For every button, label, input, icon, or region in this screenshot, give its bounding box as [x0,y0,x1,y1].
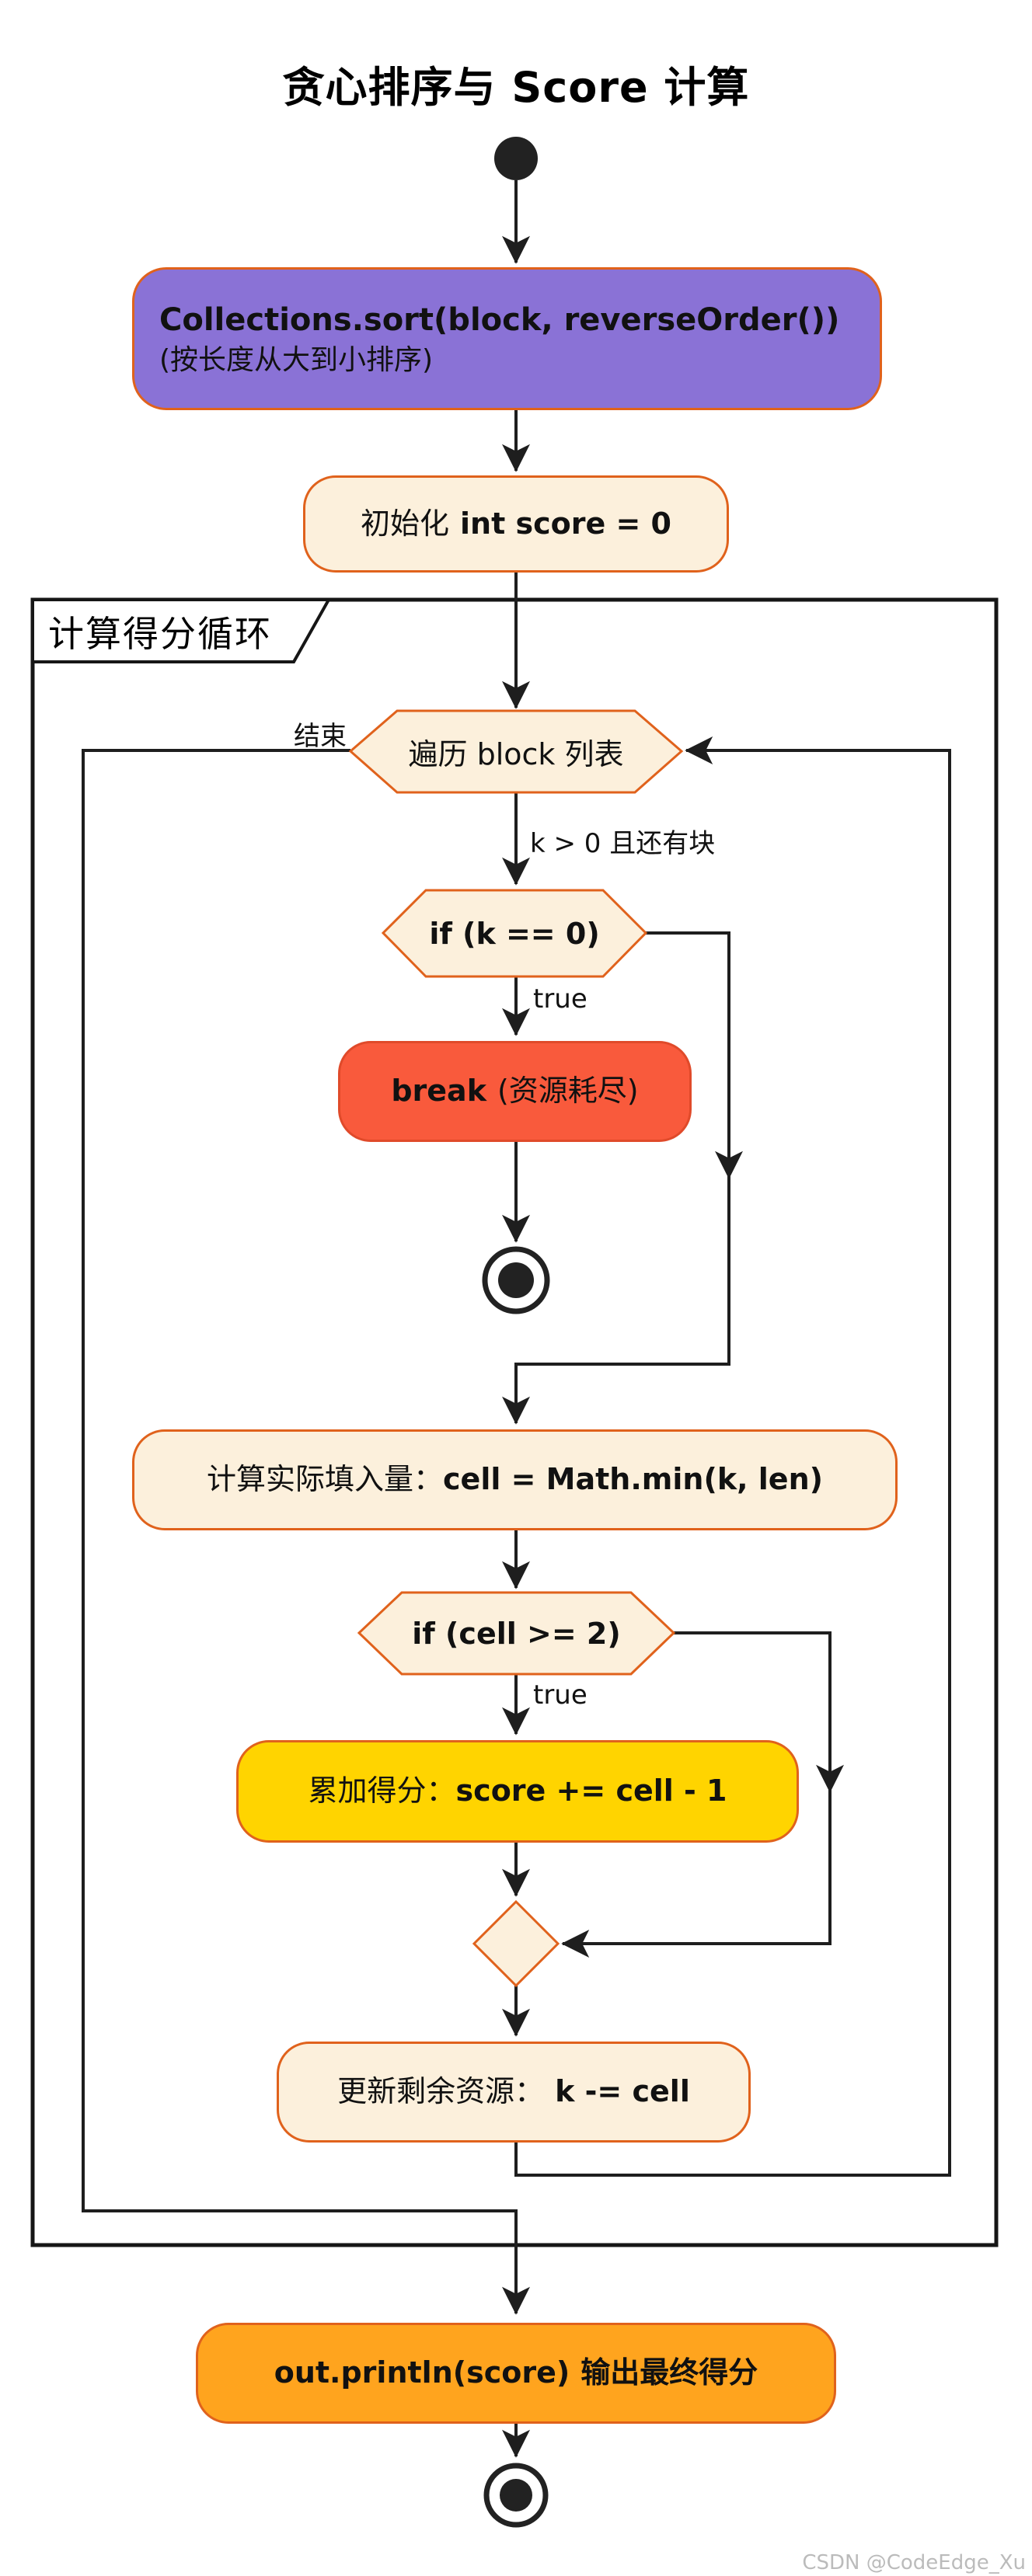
start-node [494,137,538,180]
if-cell-label: if (cell >= 2) [412,1616,621,1651]
watermark: CSDN @CodeEdge_Xu [802,2551,1026,2574]
score-code-text: score += cell - 1 [455,1774,727,1808]
node-calc-cell: 计算实际填入量： cell = Math.min(k, len) [132,1429,898,1530]
edge-label-exit: 结束 [294,721,347,752]
partition-label: 计算得分循环 [48,613,272,655]
edge-loop-exit [82,749,530,2315]
println-suffix-text: 输出最终得分 [580,2355,758,2390]
if-cell-hexagon [357,1591,676,1676]
println-code-text: out.println(score) [274,2355,570,2390]
loop-break-end-node [482,1246,550,1314]
partition-tab [31,598,332,663]
loop-hexagon-label: 遍历 block 列表 [408,737,624,771]
edge-label-loop-condition: k > 0 且还有块 [530,828,716,859]
edge-loopback [514,736,951,2177]
init-prefix-text: 初始化 [361,506,450,541]
update-prefix-text: 更新剩余资源： [337,2074,545,2109]
edge-ifk-false [502,931,730,1425]
init-code-text: int score = 0 [460,506,671,541]
node-update-k: 更新剩余资源： k -= cell [277,2042,751,2143]
break-code-text: break [391,1074,486,1109]
if-k-hexagon [381,889,648,978]
sort-note-text: (按长度从大到小排序) [159,343,434,376]
final-end-node [483,2463,549,2528]
merge-diamond [472,1899,560,1988]
if-k-label: if (k == 0) [429,916,600,951]
edge-label-ifk-true: true [533,983,587,1015]
loop-hexagon [348,709,684,794]
node-break: break (资源耗尽) [338,1041,692,1142]
calc-code-text: cell = Math.min(k, len) [443,1462,823,1497]
break-note-text: (资源耗尽) [497,1074,639,1109]
node-add-score: 累加得分： score += cell - 1 [236,1740,799,1843]
node-collections-sort: Collections.sort(block, reverseOrder()) … [132,267,882,410]
sort-code-text: Collections.sort(block, reverseOrder()) [159,301,840,338]
update-code-text: k -= cell [555,2074,690,2109]
edge-label-ifcell-true: true [533,1680,587,1711]
node-init-score: 初始化 int score = 0 [303,475,729,573]
calc-prefix-text: 计算实际填入量： [207,1462,444,1497]
diagram-title: 贪心排序与 Score 计算 [282,63,750,112]
node-println: out.println(score) 输出最终得分 [196,2323,836,2424]
score-prefix-text: 累加得分： [308,1774,456,1808]
